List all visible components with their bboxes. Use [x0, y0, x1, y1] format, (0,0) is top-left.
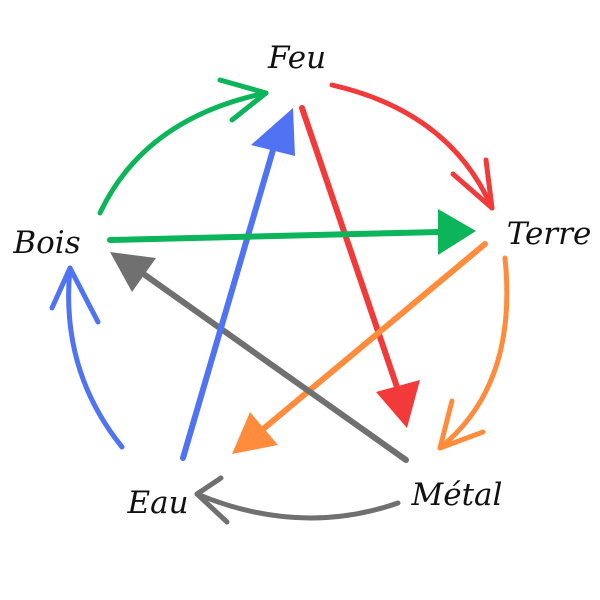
curved-arrow-feu-to-terre: [329, 82, 495, 211]
straight-arrow-terre-to-eau: [232, 241, 488, 454]
straight-arrow-feu-to-metal: [299, 105, 420, 428]
straight-arrow-metal-to-bois: [110, 252, 409, 463]
straight-arrow-bois-to-terre: [107, 209, 476, 255]
label-feu: Feu: [267, 40, 326, 76]
straight-arrow-eau-to-feu: [180, 108, 295, 461]
curved-arrow-bois-to-feu: [97, 77, 269, 216]
label-terre: Terre: [507, 216, 592, 252]
label-metal: Métal: [411, 477, 503, 513]
label-eau: Eau: [126, 485, 188, 521]
curved-arrow-eau-to-bois: [49, 265, 125, 450]
curved-arrow-metal-to-eau: [194, 475, 401, 525]
curved-arrow-terre-to-metal: [437, 255, 510, 451]
label-bois: Bois: [12, 225, 80, 261]
